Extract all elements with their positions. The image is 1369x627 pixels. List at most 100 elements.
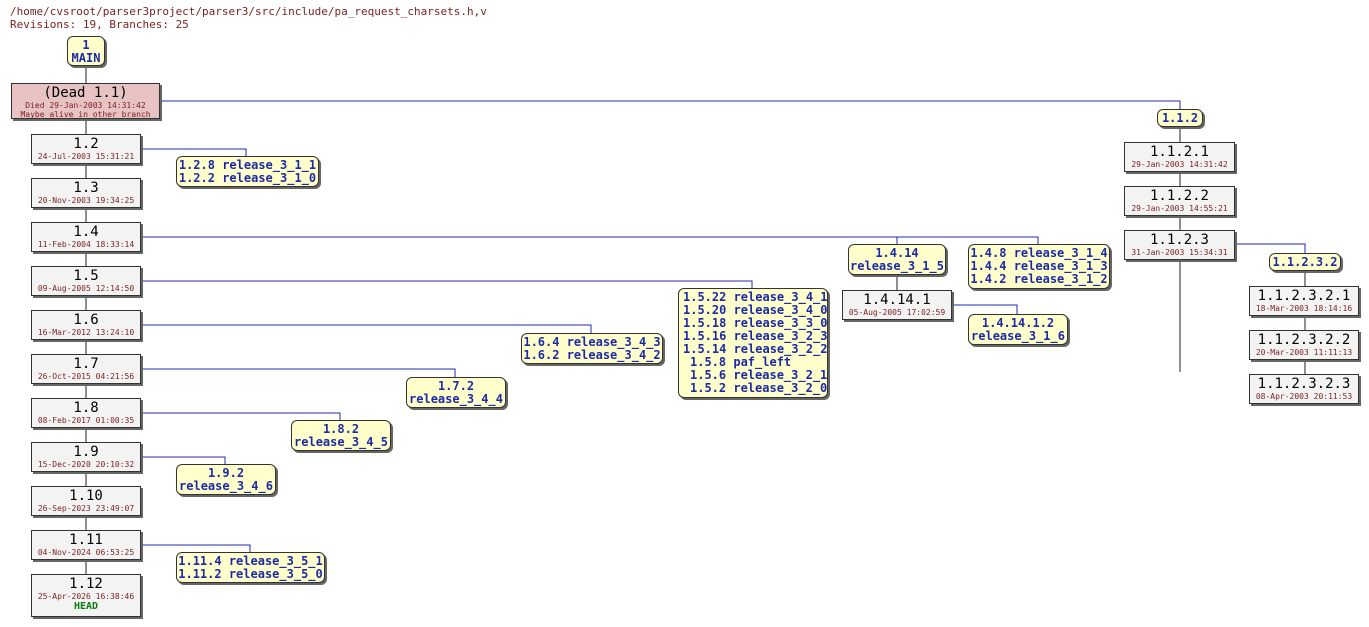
revision-summary: Revisions: 19, Branches: 25 [10, 18, 189, 31]
revision-number: 1.1.2.1 [1149, 144, 1209, 160]
revision-number: 1.11 [69, 532, 103, 548]
branch-tag-1-9[interactable]: 1.9.2 release_3_4_6 [176, 464, 276, 495]
branch-line-1-1-2 [160, 100, 1181, 109]
branch-tag-1-4-14[interactable]: 1.4.14 release_3_1_5 [848, 244, 946, 275]
tag-label: 1.5.6 release_3_2_1 [690, 368, 828, 382]
revision-node[interactable]: 1.1.2.3.2.1 18-Mar-2003 18:14:16 [1249, 286, 1359, 316]
revision-node[interactable]: 1.10 26-Sep-2023 23:49:07 [31, 486, 141, 516]
revision-number: 1.4 [73, 224, 99, 240]
tag-label: 1.5.18 release_3_3_0 [683, 316, 828, 330]
branch-tag-1-7[interactable]: 1.7.2 release_3_4_4 [406, 377, 506, 408]
revision-date: 08-Apr-2003 20:11:53 [1255, 392, 1353, 401]
branch-line-1-4 [142, 236, 1039, 244]
tag-label: release_3_4_6 [179, 479, 273, 493]
tag-label: release_3_4_5 [294, 435, 388, 449]
branch-tag-1-5[interactable]: 1.5.22 release_3_4_1 1.5.20 release_3_4_… [678, 288, 828, 398]
revision-date: 09-Aug-2005 12:14:50 [37, 284, 135, 293]
branch-tag-1-4[interactable]: 1.4.8 release_3_1_4 1.4.4 release_3_1_3 … [968, 244, 1110, 289]
tag-label: 1.9.2 [207, 466, 245, 480]
tag-label: 1.4.2 release_3_1_2 [970, 272, 1108, 286]
revision-date: 05-Aug-2005 17:02:59 [848, 308, 946, 317]
tag-label: 1.4.4 release_3_1_3 [970, 259, 1108, 273]
revision-date: 25-Apr-2026 16:38:46 [37, 592, 135, 601]
tag-label: 1.1.2 [1161, 111, 1199, 125]
revision-date: 31-Jan-2003 15:34:31 [1131, 248, 1228, 257]
tag-label: release_3_1_6 [971, 329, 1065, 343]
revision-node[interactable]: 1.8 08-Feb-2017 01:00:35 [31, 398, 141, 428]
revision-node[interactable]: 1.11 04-Nov-2024 06:53:25 [31, 530, 141, 560]
branch-line-1-6 [142, 324, 592, 333]
revision-date: 15-Dec-2020 20:10:32 [37, 460, 135, 469]
branch-tag-1-6[interactable]: 1.6.4 release_3_4_3 1.6.2 release_3_4_2 [521, 333, 663, 364]
tag-label: 1.4.8 release_3_1_4 [970, 246, 1108, 260]
revision-date: 18-Mar-2003 18:14:16 [1255, 304, 1353, 313]
revision-date: 26-Sep-2023 23:49:07 [37, 504, 135, 513]
revision-number: 1.5 [73, 268, 99, 284]
revision-date: 24-Jul-2003 15:31:21 [37, 152, 135, 161]
revision-date: 20-Nov-2003 19:34:25 [37, 196, 135, 205]
tag-label: 1.6.4 release_3_4_3 [523, 335, 661, 349]
revision-node[interactable]: 1.1.2.1 29-Jan-2003 14:31:42 [1124, 142, 1235, 172]
branch-line-1-5 [142, 280, 753, 288]
revision-node[interactable]: 1.1.2.3.2.2 20-Mar-2003 11:11:13 [1249, 330, 1359, 360]
revision-number: 1.12 [69, 576, 103, 592]
revision-node[interactable]: 1.1.2.2 29-Jan-2003 14:55:21 [1124, 186, 1235, 216]
branch-line-1-9 [142, 456, 226, 464]
revision-node[interactable]: 1.1.2.3 31-Jan-2003 15:34:31 [1124, 230, 1235, 260]
revision-node[interactable]: 1.3 20-Nov-2003 19:34:25 [31, 178, 141, 208]
revision-number: 1.1.2.3.2.2 [1257, 332, 1351, 348]
revision-note: Maybe alive in other branch [20, 110, 151, 119]
branch-tag-1-1-2[interactable]: 1.1.2 [1157, 109, 1203, 127]
tag-label: 1.7.2 [437, 379, 475, 393]
head-revision-node[interactable]: 1.12 25-Apr-2026 16:38:46 HEAD [31, 574, 141, 617]
revision-node[interactable]: 1.5 09-Aug-2005 12:14:50 [31, 266, 141, 296]
revision-number: 1.3 [73, 180, 99, 196]
revision-node[interactable]: 1.6 16-Mar-2012 13:24:10 [31, 310, 141, 340]
branch-tag-1-4-14-1[interactable]: 1.4.14.1.2 release_3_1_6 [968, 314, 1068, 345]
branch-tag-1-1-2-3-2[interactable]: 1.1.2.3.2 [1269, 253, 1341, 271]
tag-label: 1.2.8 release_3_1_1 [178, 158, 317, 172]
branch-line-1-2 [142, 148, 247, 156]
revision-node[interactable]: 1.4 11-Feb-2004 18:33:14 [31, 222, 141, 252]
tag-label: 1.4.14 [875, 246, 919, 260]
revision-date: 08-Feb-2017 01:00:35 [37, 416, 135, 425]
branch-tag-1-11[interactable]: 1.11.4 release_3_5_1 1.11.2 release_3_5_… [176, 552, 325, 583]
tag-label: release_3_4_4 [409, 392, 503, 406]
tag-label: 1.2.2 release_3_1_0 [178, 171, 317, 185]
revision-number: 1.2 [73, 136, 99, 152]
tag-label: 1.5.22 release_3_4_1 [683, 290, 828, 304]
tag-label: MAIN [71, 51, 101, 65]
revision-node[interactable]: 1.9 15-Dec-2020 20:10:32 [31, 442, 141, 472]
revision-number: 1.7 [73, 356, 99, 372]
branch-tag-1-2[interactable]: 1.2.8 release_3_1_1 1.2.2 release_3_1_0 [176, 156, 319, 187]
tag-label: 1.1.2.3.2 [1272, 255, 1338, 269]
dead-revision-node[interactable]: (Dead 1.1) Died 29-Jan-2003 14:31:42 May… [11, 83, 160, 119]
revision-date: 20-Mar-2003 11:11:13 [1255, 348, 1353, 357]
revision-number: (Dead 1.1) [43, 85, 128, 101]
tag-label: 1.4.14.1.2 [981, 316, 1055, 330]
head-label: HEAD [73, 601, 99, 612]
file-path: /home/cvsroot/parser3project/parser3/src… [10, 5, 487, 18]
revision-number: 1.1.2.3.2.1 [1257, 288, 1351, 304]
tag-label: 1.11.4 release_3_5_1 [178, 554, 323, 568]
tag-label: 1.5.8 paf_left [690, 355, 792, 369]
revision-number: 1.1.2.2 [1149, 188, 1209, 204]
revision-number: 1.6 [73, 312, 99, 328]
branch-line-1-4-14-1 [952, 304, 1018, 314]
revision-number: 1.10 [69, 488, 103, 504]
revision-date: 16-Mar-2012 13:24:10 [37, 328, 135, 337]
revision-number: 1.1.2.3 [1149, 232, 1209, 248]
revision-node[interactable]: 1.7 26-Oct-2015 04:21:56 [31, 354, 141, 384]
branch-tag-1-8[interactable]: 1.8.2 release_3_4_5 [291, 420, 391, 451]
tag-label: 1.8.2 [322, 422, 360, 436]
revision-node[interactable]: 1.2 24-Jul-2003 15:31:21 [31, 134, 141, 164]
revision-date: 29-Jan-2003 14:55:21 [1131, 204, 1228, 213]
revision-node[interactable]: 1.1.2.3.2.3 08-Apr-2003 20:11:53 [1249, 374, 1359, 404]
tag-label: 1.5.16 release_3_2_3 [683, 329, 828, 343]
branch-line-1-1-2-3-2 [1235, 243, 1306, 253]
revision-date: 04-Nov-2024 06:53:25 [37, 548, 135, 557]
main-branch-tag[interactable]: 1 MAIN [67, 36, 105, 66]
tag-label: 1.5.2 release_3_2_0 [690, 381, 828, 395]
revision-node[interactable]: 1.4.14.1 05-Aug-2005 17:02:59 [842, 290, 952, 320]
tag-label: 1.6.2 release_3_4_2 [523, 348, 661, 362]
